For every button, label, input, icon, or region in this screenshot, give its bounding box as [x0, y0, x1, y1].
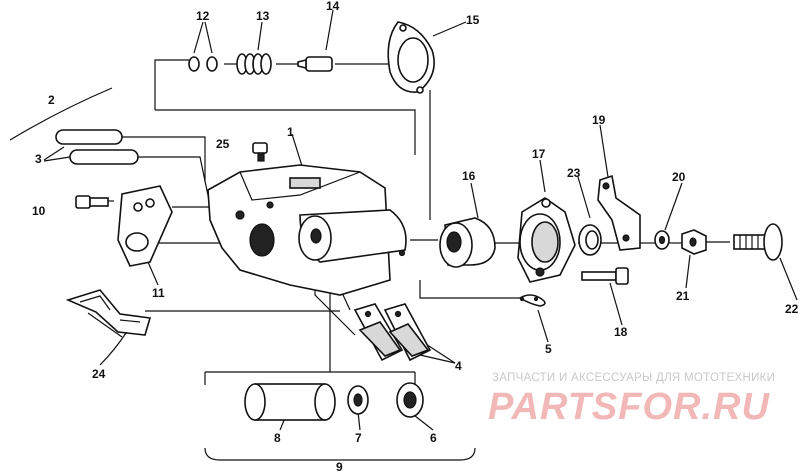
part-14-pin	[297, 56, 333, 72]
label-23: 23	[567, 166, 581, 180]
part-23-ring	[578, 224, 602, 256]
label-7: 7	[355, 431, 362, 445]
label-17: 17	[532, 147, 546, 161]
label-22: 22	[785, 302, 799, 316]
label-11: 11	[152, 286, 165, 300]
part-24-spring-clip	[65, 289, 152, 336]
label-14: 14	[326, 0, 340, 13]
label-21: 21	[676, 289, 690, 303]
leader-lines	[9, 9, 730, 461]
watermark-logo: PARTSFOR.RU	[488, 386, 770, 428]
part-11-plate	[117, 185, 173, 267]
part-13-spring	[236, 53, 272, 75]
part-22-adjuster	[733, 223, 798, 301]
part-4-brake-pads	[353, 303, 432, 362]
label-6: 6	[430, 431, 437, 445]
label-1: 1	[287, 125, 294, 139]
label-16: 16	[462, 169, 476, 183]
label-5: 5	[545, 342, 552, 356]
part-12-orings	[188, 56, 218, 72]
label-15: 15	[466, 13, 480, 27]
label-3: 3	[35, 152, 42, 166]
part-17-housing	[517, 197, 576, 283]
part-8-piston	[244, 383, 336, 421]
label-12: 12	[196, 9, 210, 23]
part-19-bracket	[597, 174, 641, 251]
label-2: 2	[48, 93, 55, 107]
part-10-bolt	[75, 195, 109, 209]
label-25: 25	[216, 137, 230, 151]
label-4: 4	[455, 359, 462, 373]
label-8: 8	[274, 431, 281, 445]
part-labels: 1 2 3 4 5 6 7 8 9 10 11 12 13 14 15 16 1…	[32, 0, 799, 472]
label-9: 9	[336, 460, 343, 472]
part-18-bolt	[581, 267, 629, 285]
watermark-subtitle: ЗАПЧАСТИ И АКСЕССУАРЫ ДЛЯ МОТОТЕХНИКИ	[492, 372, 776, 384]
part-3-pins	[55, 129, 139, 165]
label-13: 13	[256, 9, 270, 23]
part-16-piston	[439, 217, 496, 268]
label-10: 10	[32, 204, 46, 218]
part-5-clip	[518, 294, 546, 307]
part-15-gasket	[387, 21, 435, 94]
part-6-seal	[396, 382, 424, 418]
part-7-seal	[347, 385, 369, 415]
part-21-nut	[681, 229, 707, 255]
label-20: 20	[672, 170, 686, 184]
label-18: 18	[614, 325, 628, 339]
part-20-washer	[654, 230, 670, 250]
part-25-bleeder	[252, 142, 268, 162]
part-1-caliper-body	[207, 164, 407, 296]
label-24: 24	[92, 367, 106, 381]
label-19: 19	[592, 113, 606, 127]
